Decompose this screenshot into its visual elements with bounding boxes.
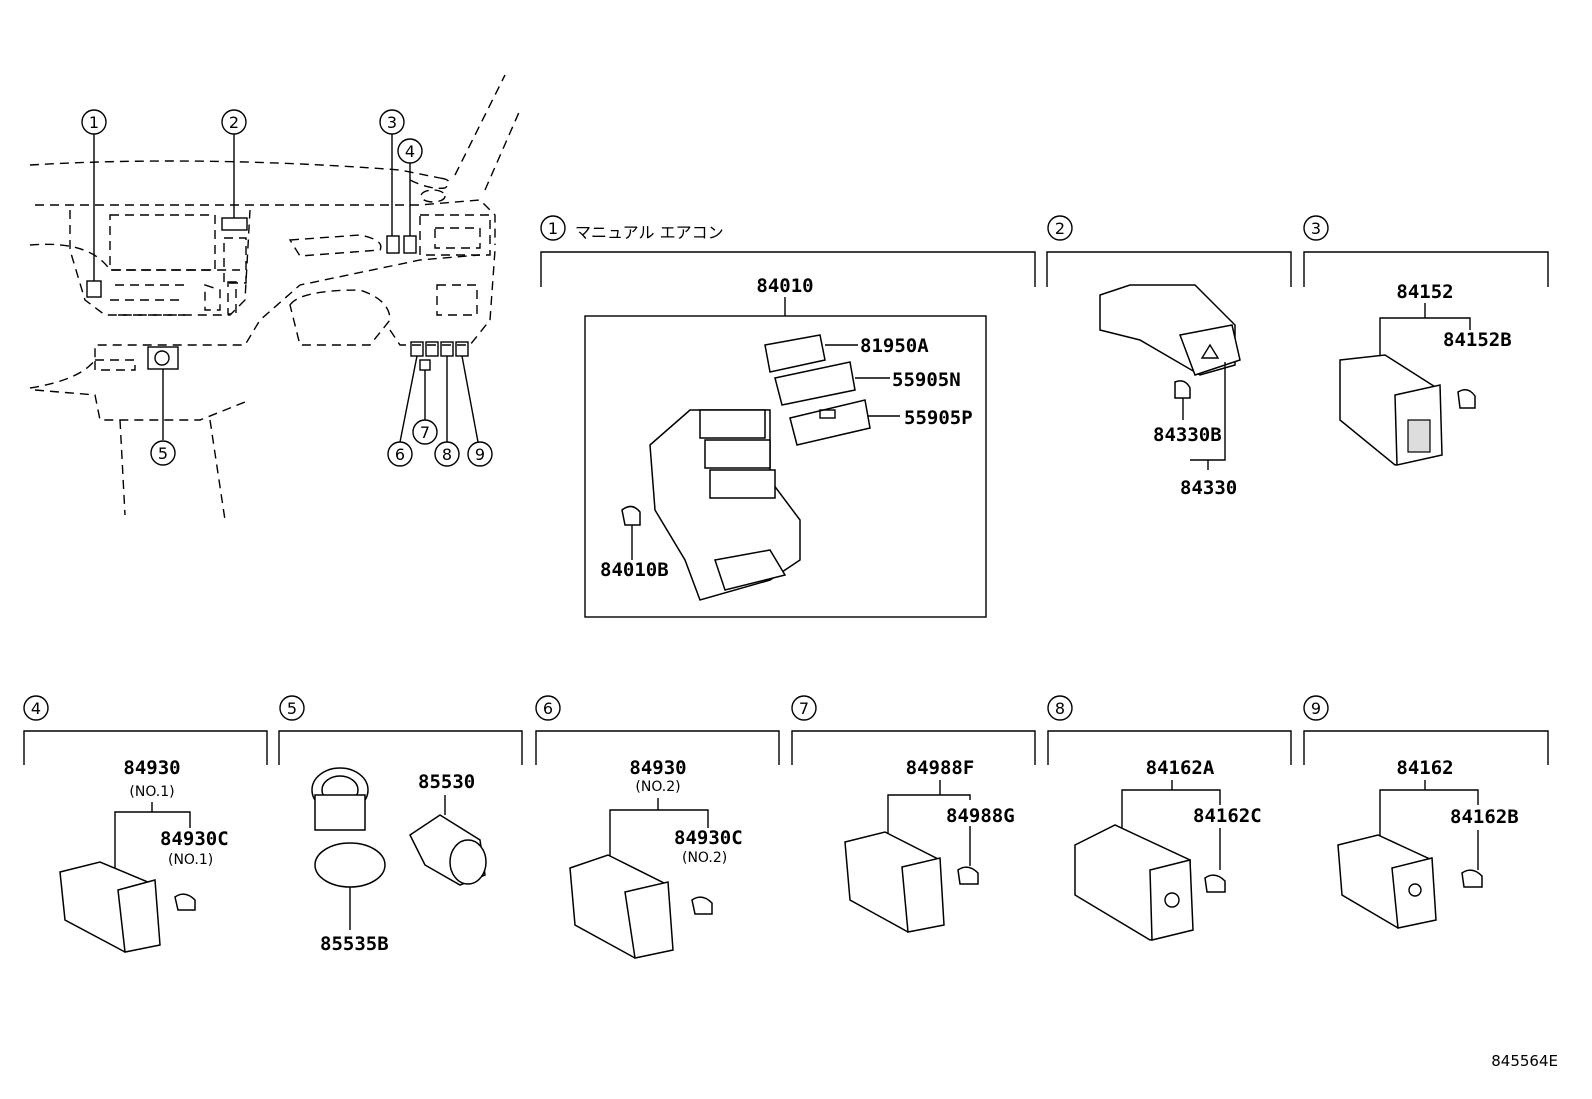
panel-3-dimmer-switch: 3 84152 84152B xyxy=(1303,215,1549,466)
locator-callout-9: 9 xyxy=(467,441,493,467)
part-84152B: 84152B xyxy=(1443,329,1512,351)
svg-text:6: 6 xyxy=(543,699,553,718)
part-84930C: 84930C xyxy=(160,828,229,850)
part-55905N: 55905N xyxy=(892,369,961,391)
panel-7-switch: 7 84988F 84988G xyxy=(791,695,1036,933)
locator-callout-1: 1 xyxy=(81,109,107,135)
part-84162C: 84162C xyxy=(1193,805,1262,827)
locator-callout-4: 4 xyxy=(397,138,423,164)
part-84330: 84330 xyxy=(1180,477,1237,499)
svg-text:2: 2 xyxy=(229,113,239,132)
part-84010: 84010 xyxy=(756,275,813,297)
svg-text:3: 3 xyxy=(1311,219,1321,238)
locator-callout-8: 8 xyxy=(434,441,460,467)
part-85535B: 85535B xyxy=(320,933,389,955)
svg-text:3: 3 xyxy=(387,113,397,132)
svg-text:4: 4 xyxy=(405,142,415,161)
part-85530: 85530 xyxy=(418,771,475,793)
svg-text:5: 5 xyxy=(158,444,168,463)
svg-text:6: 6 xyxy=(395,445,405,464)
figure-id: 845564E xyxy=(1491,1052,1558,1070)
svg-text:(NO.2): (NO.2) xyxy=(635,779,680,795)
svg-text:8: 8 xyxy=(1055,699,1065,718)
part-84930: 84930 xyxy=(123,757,180,779)
svg-text:(NO.1): (NO.1) xyxy=(168,852,213,868)
svg-text:9: 9 xyxy=(1311,699,1321,718)
part-84988G: 84988G xyxy=(946,805,1015,827)
part-84162A: 84162A xyxy=(1146,757,1215,779)
part-84930-no2: 84930 xyxy=(629,757,686,779)
svg-text:(NO.2): (NO.2) xyxy=(682,850,727,866)
panel-2-hazard-switch: 2 84330B 84330 xyxy=(1046,215,1292,499)
panel-4-switch-no1: 4 84930 (NO.1) 84930C (NO.1) xyxy=(23,695,268,953)
part-81950A: 81950A xyxy=(860,335,929,357)
locator-callout-6: 6 xyxy=(387,441,413,467)
part-84330B: 84330B xyxy=(1153,424,1222,446)
svg-text:4: 4 xyxy=(31,699,41,718)
svg-text:(NO.1): (NO.1) xyxy=(129,784,174,800)
panel-9-fog-switch: 9 84162 84162B xyxy=(1303,695,1549,929)
part-84010B: 84010B xyxy=(600,559,669,581)
dashboard-locator xyxy=(29,74,521,521)
panel-1-manual-air-conditioner: 1 マニュアル エアコン 84010 84010B 81950A 55905N … xyxy=(540,215,1036,618)
svg-text:9: 9 xyxy=(475,445,485,464)
part-84152: 84152 xyxy=(1396,281,1453,303)
locator-callout-2: 2 xyxy=(221,109,247,135)
svg-text:1: 1 xyxy=(548,219,558,238)
svg-text:5: 5 xyxy=(287,699,297,718)
part-84988F: 84988F xyxy=(906,757,975,779)
svg-text:7: 7 xyxy=(420,423,430,442)
panel-6-switch-no2: 6 84930 (NO.2) 84930C (NO.2) xyxy=(535,695,780,959)
part-55905P: 55905P xyxy=(904,407,973,429)
part-84930C-no2: 84930C xyxy=(674,827,743,849)
locator-callout-7: 7 xyxy=(412,419,438,445)
svg-text:2: 2 xyxy=(1055,219,1065,238)
svg-text:1: 1 xyxy=(89,113,99,132)
panel-5-power-outlet: 5 85535B 85530 xyxy=(278,695,523,955)
svg-text:8: 8 xyxy=(442,445,452,464)
locator-callout-5: 5 xyxy=(150,440,176,466)
part-84162B: 84162B xyxy=(1450,806,1519,828)
svg-text:7: 7 xyxy=(799,699,809,718)
panel-1-title: マニュアル エアコン xyxy=(575,223,724,242)
locator-callout-3: 3 xyxy=(379,109,405,135)
panel-8-fog-switch: 8 84162A 84162C xyxy=(1047,695,1292,941)
part-84162: 84162 xyxy=(1396,757,1453,779)
